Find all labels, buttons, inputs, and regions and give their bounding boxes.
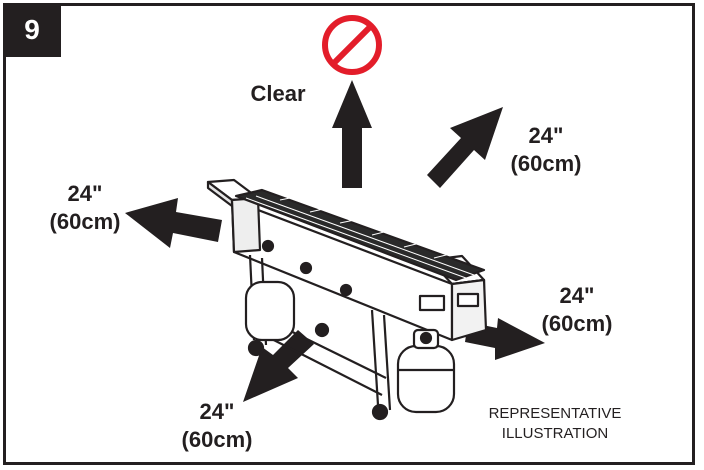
label-upper-right-inches: 24" — [528, 123, 564, 148]
prohibited-sign-icon — [322, 15, 382, 75]
label-bottom-left-cm: (60cm) — [181, 427, 253, 452]
label-right-clearance: 24" (60cm) — [522, 282, 632, 338]
label-right-inches: 24" — [559, 283, 595, 308]
arrow-upper-right-icon — [427, 107, 503, 188]
step-number-badge: 9 — [3, 3, 61, 57]
label-upper-right-clearance: 24" (60cm) — [496, 122, 596, 178]
label-upper-right-cm: (60cm) — [510, 151, 582, 176]
label-left-inches: 24" — [67, 181, 103, 206]
label-left-cm: (60cm) — [49, 209, 121, 234]
label-bottom-left-clearance: 24" (60cm) — [162, 398, 272, 454]
label-left-clearance: 24" (60cm) — [30, 180, 140, 236]
grill-illustration — [206, 178, 488, 421]
arrow-left-icon — [125, 198, 222, 248]
arrow-up-icon — [332, 80, 372, 188]
label-bottom-left-inches: 24" — [199, 399, 235, 424]
representative-illustration-note: REPRESENTATIVE ILLUSTRATION — [470, 404, 640, 444]
note-line-2: ILLUSTRATION — [501, 425, 609, 442]
label-right-cm: (60cm) — [541, 311, 613, 336]
illustration-frame — [3, 3, 695, 465]
label-top-clear: Clear — [250, 81, 306, 106]
arrow-bottom-left-icon — [243, 330, 314, 402]
note-line-1: REPRESENTATIVE — [488, 405, 622, 422]
